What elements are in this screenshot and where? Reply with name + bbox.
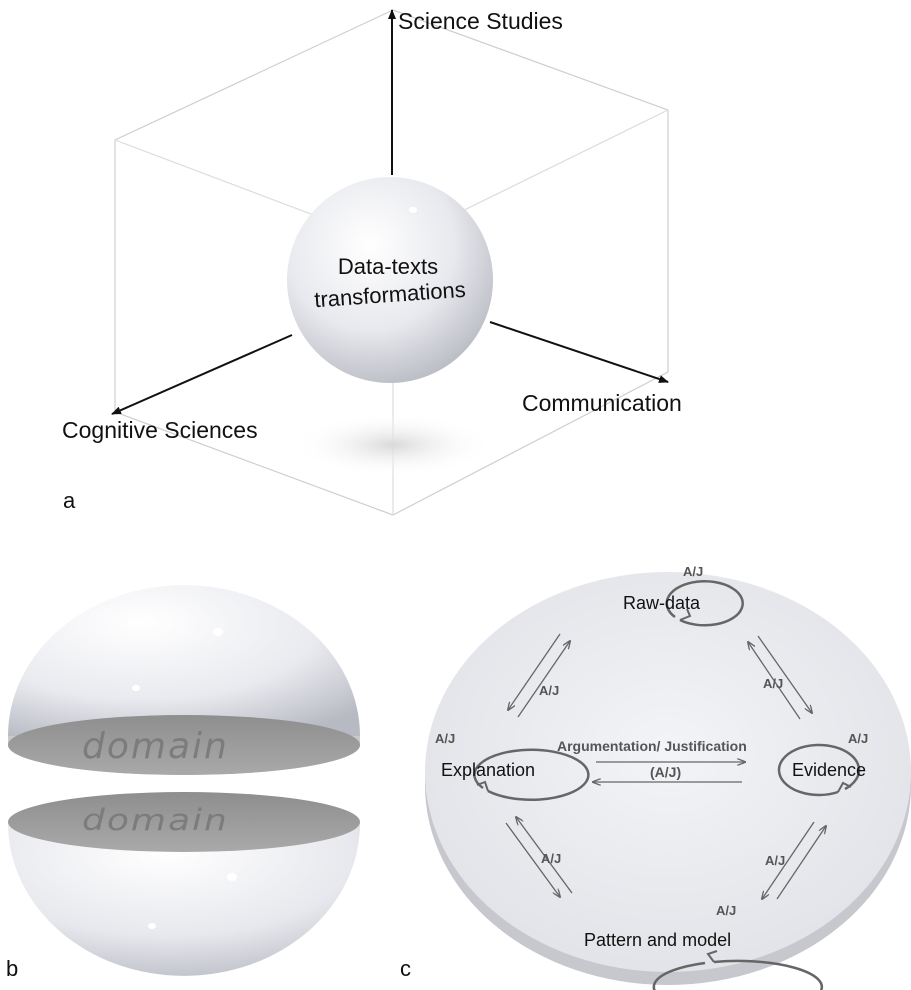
axis-label-cognitive-sciences: Cognitive Sciences	[62, 417, 258, 443]
central-sphere	[287, 177, 493, 383]
loop-evidence	[777, 743, 861, 797]
edge-label-raw-evid: A/J	[763, 676, 784, 691]
panel-label-c: c	[400, 956, 411, 981]
edge-label-evid-pat: A/J	[765, 853, 786, 868]
axis-label-science-studies: Science Studies	[398, 8, 563, 34]
axis-communication	[489, 321, 669, 383]
axis-cognitive-sciences	[111, 334, 293, 415]
panel-label-b: b	[6, 956, 19, 981]
edge-expl-to-pat	[505, 822, 560, 897]
edge-raw-to-expl	[508, 633, 561, 710]
edge-evid-to-pat	[762, 821, 815, 899]
loop-label-raw-data: A/J	[683, 564, 704, 579]
domain-label-top: domain	[82, 726, 229, 767]
center-label-argumentation: Argumentation/ Justification	[557, 738, 747, 754]
loop-label-evidence: A/J	[848, 731, 869, 746]
edge-label-expl-pat: A/J	[541, 851, 562, 866]
top-hemisphere	[8, 585, 360, 775]
node-evidence: Evidence	[792, 760, 867, 780]
node-raw-data: Raw-data	[623, 593, 701, 613]
edge-pat-to-evid	[776, 826, 826, 900]
loop-raw-data	[665, 580, 744, 627]
node-pattern-and-model: Pattern and model	[584, 930, 732, 950]
node-explanation: Explanation	[441, 760, 536, 780]
loop-explanation	[473, 748, 590, 802]
edge-label-raw-expl: A/J	[539, 683, 560, 698]
sphere-highlight	[409, 207, 417, 213]
edge-raw-to-evid	[757, 635, 812, 713]
edges	[505, 633, 826, 900]
edge-expl-to-raw	[517, 641, 570, 718]
center-label-aj: (A/J)	[650, 764, 682, 780]
sphere-label-line1: Data-texts	[337, 254, 439, 279]
disk	[425, 572, 911, 985]
domain-label-bottom: domain	[82, 803, 229, 838]
bottom-hemisphere	[8, 792, 360, 976]
panel-label-a: a	[63, 488, 76, 513]
edge-pat-to-expl	[516, 817, 573, 894]
loop-label-explanation: A/J	[435, 731, 456, 746]
loop-pattern	[652, 950, 824, 990]
edge-evid-to-raw	[748, 642, 801, 720]
loop-label-pattern: A/J	[716, 903, 737, 918]
sphere-shadow	[293, 413, 493, 477]
axis-label-communication: Communication	[522, 390, 682, 416]
